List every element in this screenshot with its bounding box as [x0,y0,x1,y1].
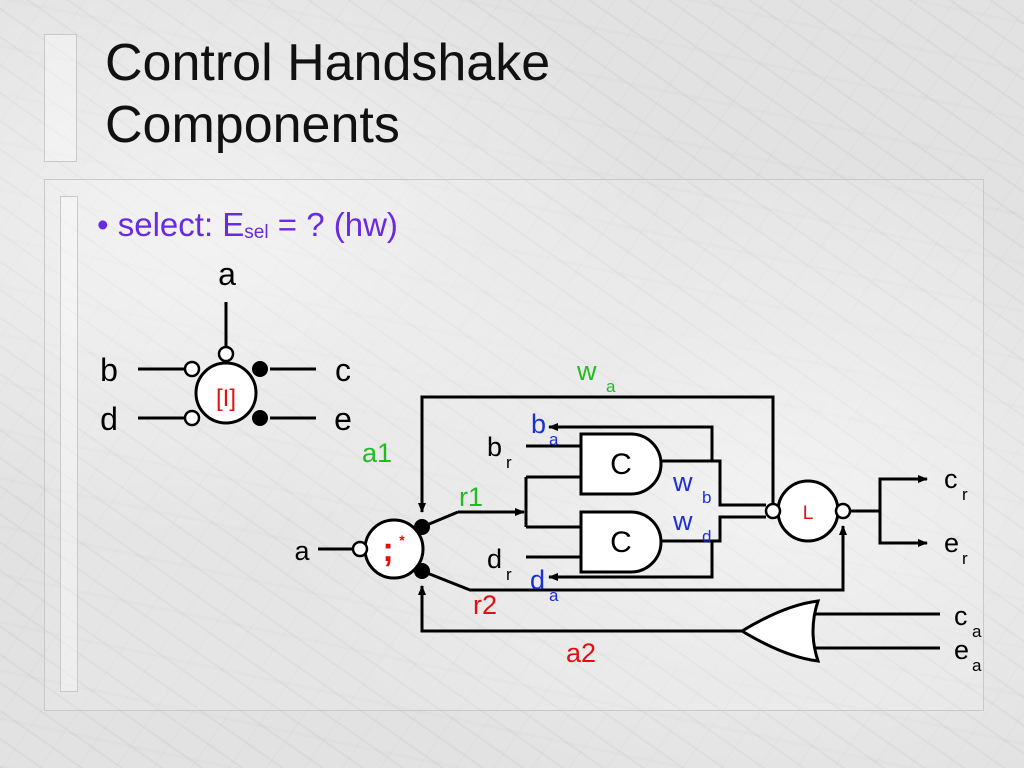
bullet-text-end: = ? (hw) [268,206,398,243]
label-ca-sub: a [972,622,982,641]
label-wd-sub: d [702,527,711,546]
label-br-sub: r [506,453,512,472]
title-line-1: Control Handshake [105,34,551,92]
sequencer-port-1 [414,519,430,535]
symbol-label-a: a [218,256,236,292]
latch-label: L [803,503,814,524]
label-ca-main: c [954,601,968,631]
label-ba-main: b [531,409,546,439]
wire-wd [661,515,766,543]
latch-port-out [834,502,852,520]
label-wb-sub: b [702,488,711,507]
wire-r2 [421,525,847,592]
bullet-text: select: E [117,206,245,243]
wire-er [878,511,928,547]
symbol-body [194,361,258,425]
wire-a2 [418,585,742,633]
label-wb-main: w [672,467,693,497]
symbol-label-d: d [100,401,118,437]
symbol-port-b [183,360,201,378]
label-a2: a2 [566,638,596,668]
label-cr-main: c [944,464,958,494]
label-ea-sub: a [972,656,982,675]
sequencer-port-in [351,540,369,558]
or-gate [739,599,821,663]
symbol-center-label: [I] [216,385,236,412]
label-cr-sub: r [962,485,968,504]
content-frame [44,179,984,711]
circuit-labels: a w a a1 r1 r2 a2 b a b r d r d a w b w … [294,356,982,675]
label-a1: a1 [362,438,392,468]
select-symbol: [I] a b d c e [100,256,352,437]
label-dr-sub: r [506,565,512,584]
label-wa-sub: a [606,377,616,396]
bullet-item: • select: Esel = ? (hw) [97,206,398,244]
wire-wa [418,395,775,513]
symbol-port-top [217,345,235,363]
label-da-main: d [530,565,545,595]
sequencer-port-2 [414,563,430,579]
wire-cr [878,475,928,511]
sequencer-sup: * [399,532,405,548]
slide-title: Control Handshake Components [105,32,550,156]
symbol-port-e [252,410,268,426]
c-element-1-label: C [610,448,632,481]
c-element-1: C [579,432,663,496]
label-da-sub: a [549,586,559,605]
label-ba-sub: a [549,430,559,449]
symbol-label-b: b [100,352,118,388]
sequencer-component: ; * [351,518,430,580]
implementation-circuit [318,395,940,650]
bullet-subscript: sel [244,222,269,243]
symbol-port-c [252,361,268,377]
title-line-2: Components [105,96,400,154]
latch-component: L [764,479,852,543]
symbol-port-d [183,409,201,427]
c-element-2-label: C [610,526,632,559]
label-r1: r1 [459,482,483,512]
label-dr-main: d [487,544,502,574]
label-ea-main: e [954,635,969,665]
label-er-sub: r [962,549,968,568]
label-wa-main: w [576,356,597,386]
bullet-marker: • [97,206,109,243]
label-br-main: b [487,432,502,462]
title-accent-bar [44,34,77,162]
label-r2: r2 [473,590,497,620]
content-accent-bar [60,196,78,692]
label-input-a: a [294,536,310,566]
c-element-2: C [579,510,663,574]
label-er-main: e [944,528,959,558]
wire-wb [661,459,766,507]
symbol-label-e: e [334,401,352,437]
label-wd-main: w [672,506,693,536]
sequencer-label: ; [382,531,393,569]
symbol-label-c: c [335,352,351,388]
latch-port-in [764,502,782,520]
